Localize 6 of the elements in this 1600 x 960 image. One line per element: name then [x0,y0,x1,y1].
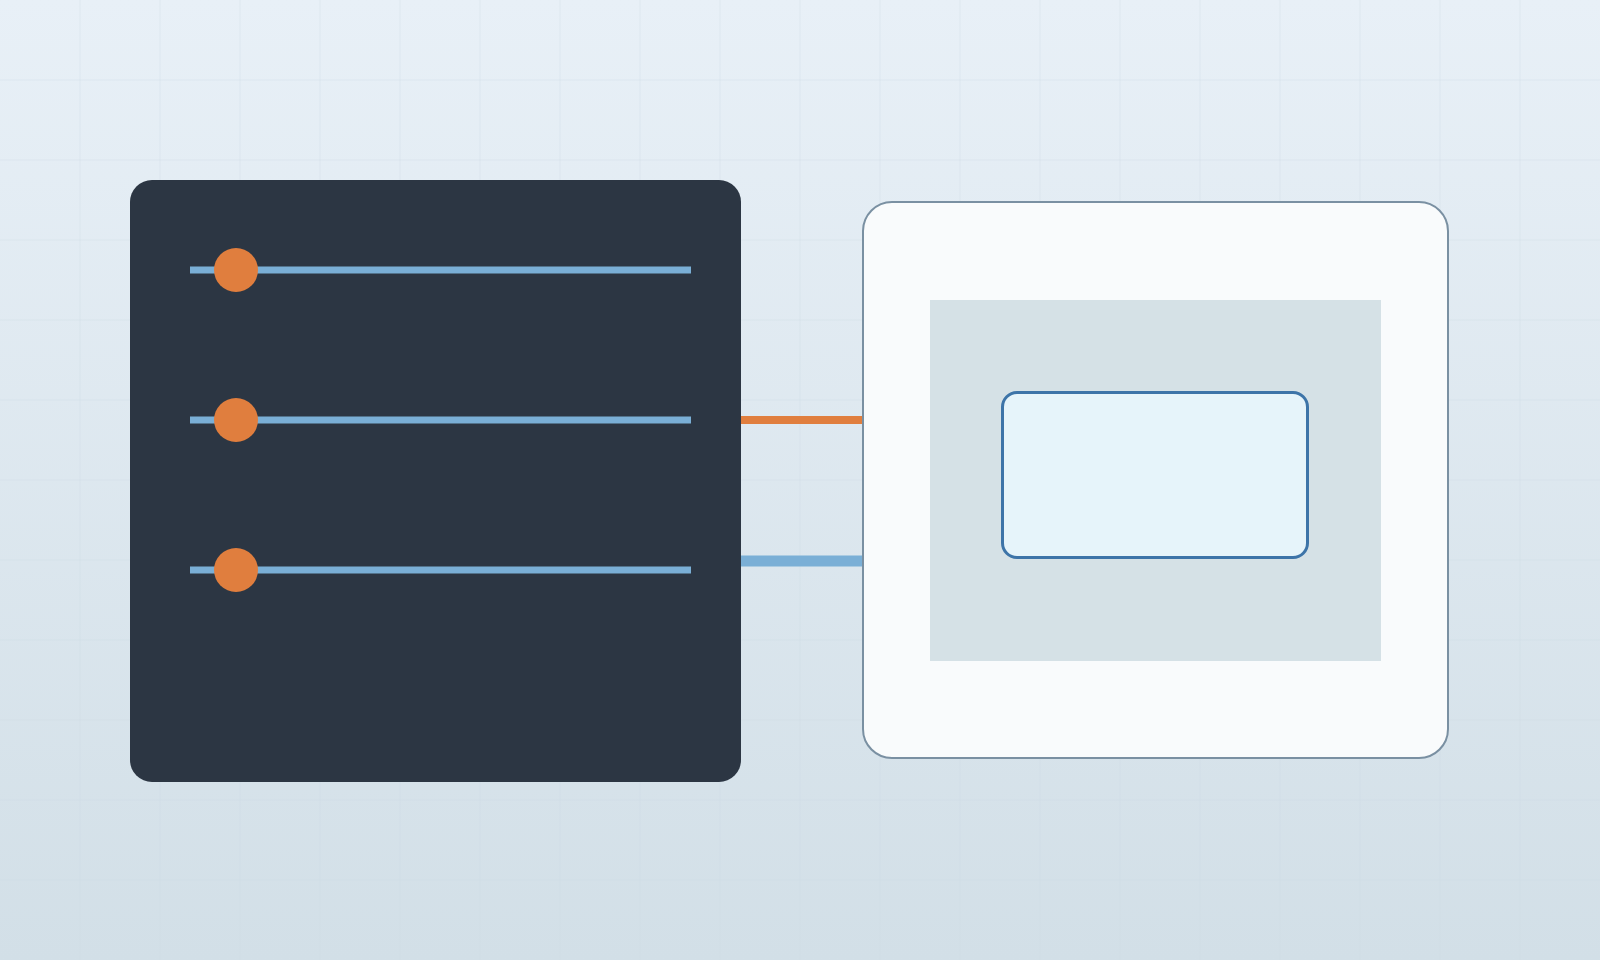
connector-line [741,555,862,567]
inner-area [930,300,1381,661]
control-panel [130,180,741,782]
display-box [1001,391,1309,559]
connector-line [741,416,862,424]
frame-panel [862,201,1449,759]
